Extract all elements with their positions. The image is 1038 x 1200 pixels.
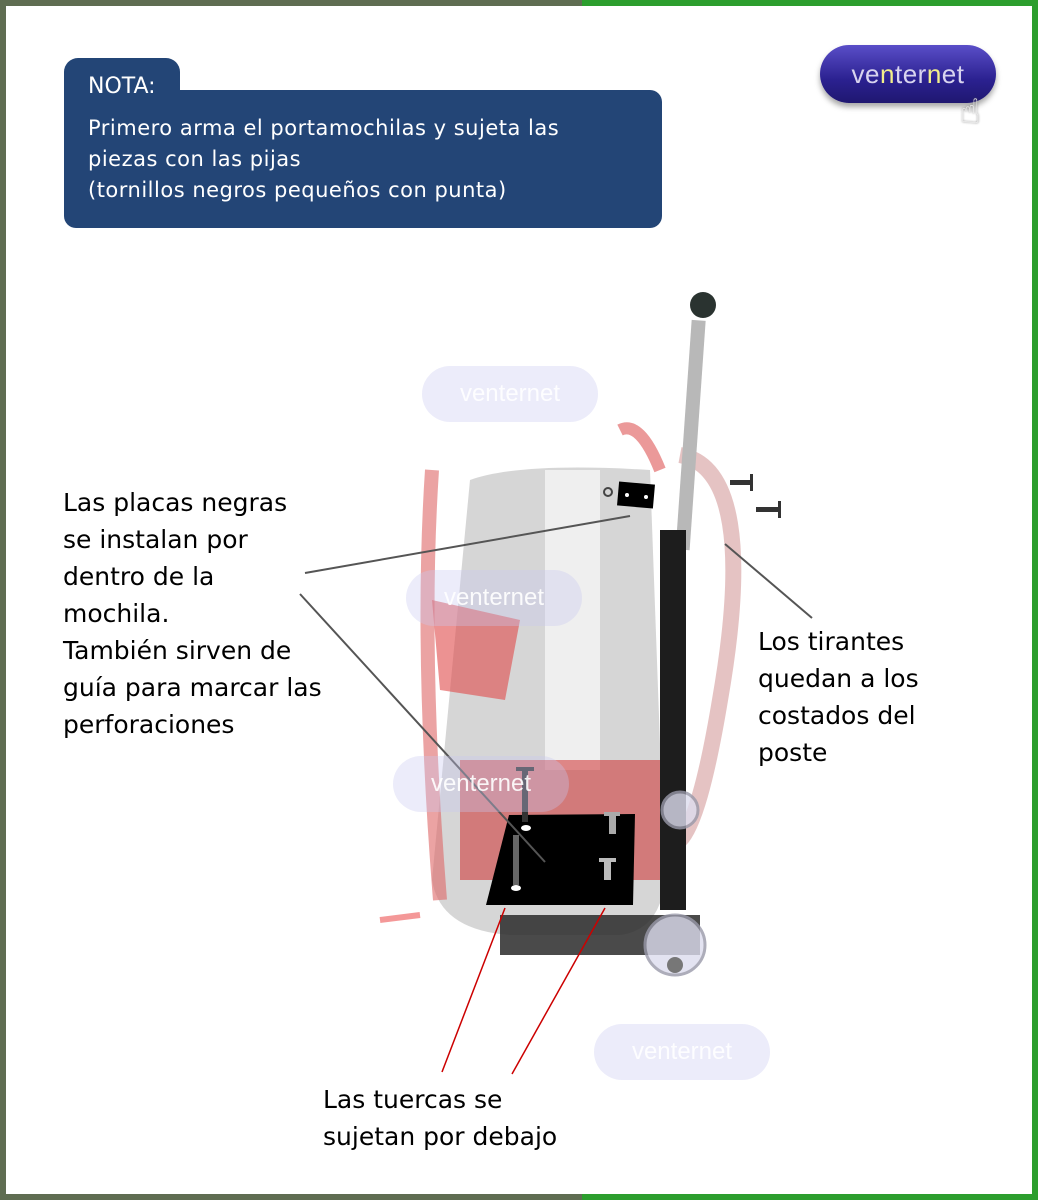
label-straps: Los tirantes quedan a los costados del p…	[758, 627, 919, 767]
watermark-logo: venternet	[393, 756, 569, 812]
watermark-logo: venternet	[594, 1024, 770, 1080]
watermark-logo: venternet	[406, 570, 582, 626]
logo-text: venternet	[851, 58, 965, 89]
label-plates: Las placas negras se instalan por dentro…	[63, 488, 322, 739]
note-body	[64, 90, 662, 228]
note-text: Primero arma el portamochilas y sujeta l…	[88, 116, 560, 202]
pointer-hand-icon: ☝	[960, 92, 981, 132]
venternet-logo[interactable]: venternet	[820, 45, 996, 103]
note-box: NOTA: Primero arma el portamochilas y su…	[64, 58, 662, 228]
note-title: NOTA:	[88, 74, 156, 99]
label-nuts: Las tuercas se sujetan por debajo	[323, 1085, 558, 1151]
watermark-logo: venternet	[422, 366, 598, 422]
frame-border-left	[0, 0, 582, 1200]
frame-border-right	[582, 0, 1038, 1200]
